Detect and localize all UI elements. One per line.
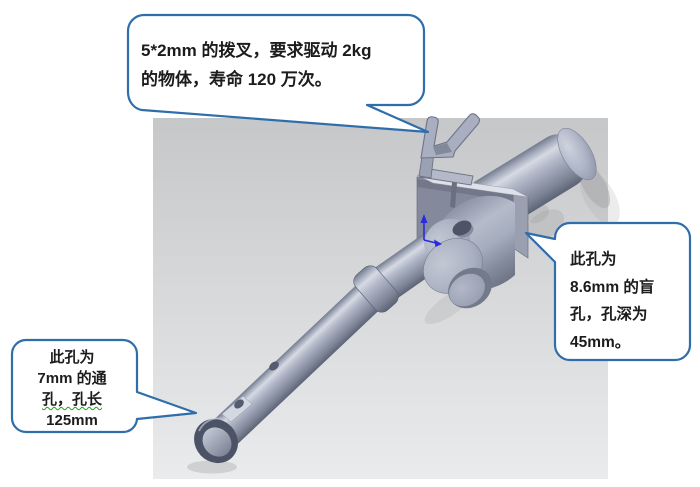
hub-hole	[452, 220, 474, 238]
callout-line: 孔，孔深为	[570, 306, 648, 323]
callout-line-spellchecked: 孔，孔长	[41, 391, 102, 408]
main-shaft	[204, 275, 390, 454]
shaft-hole	[234, 399, 244, 409]
shift-fork	[418, 113, 481, 186]
shaft-collar	[353, 265, 399, 313]
callout-fork-bubble	[126, 13, 430, 134]
callout-line: 此孔为	[570, 251, 617, 268]
callout-line: 的物体，寿命 120 万次。	[141, 70, 332, 89]
callout-blind-hole-text: 此孔为 8.6mm 的盲 孔，孔深为 45mm。	[570, 246, 654, 356]
callout-through-hole-bubble	[10, 338, 198, 434]
callout-line: 此孔为	[49, 349, 95, 366]
callout-line: 125mm	[46, 412, 98, 429]
callout-fork-text: 5*2mm 的拨叉，要求驱动 2kg 的物体，寿命 120 万次。	[141, 36, 372, 94]
callout-through-hole-text: 此孔为 7mm 的通 孔，孔长 125mm	[14, 347, 130, 431]
callout-line: 45mm。	[570, 333, 631, 351]
callout-line: 5*2mm 的拨叉，要求驱动 2kg	[141, 41, 372, 60]
callout-line: 7mm 的通	[37, 370, 107, 387]
tube-end	[194, 417, 238, 464]
callout-line: 8.6mm 的盲	[570, 278, 655, 296]
callout-blind-hole-bubble	[524, 221, 692, 362]
shaft-hole	[269, 361, 279, 371]
hub-boss	[423, 195, 515, 309]
origin-triad-icon	[420, 214, 442, 247]
